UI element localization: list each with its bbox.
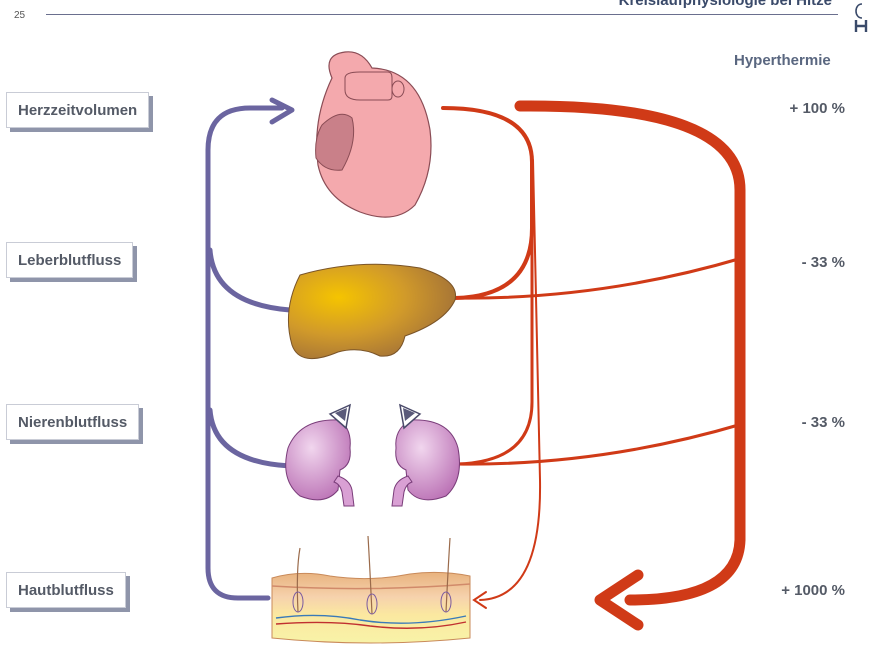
kidney-illustration — [286, 405, 460, 506]
skin-illustration — [272, 536, 470, 643]
heart-illustration — [316, 52, 431, 217]
arterial-outflow-lines — [443, 106, 742, 625]
liver-illustration — [288, 264, 455, 358]
venous-return-lines — [208, 100, 292, 598]
